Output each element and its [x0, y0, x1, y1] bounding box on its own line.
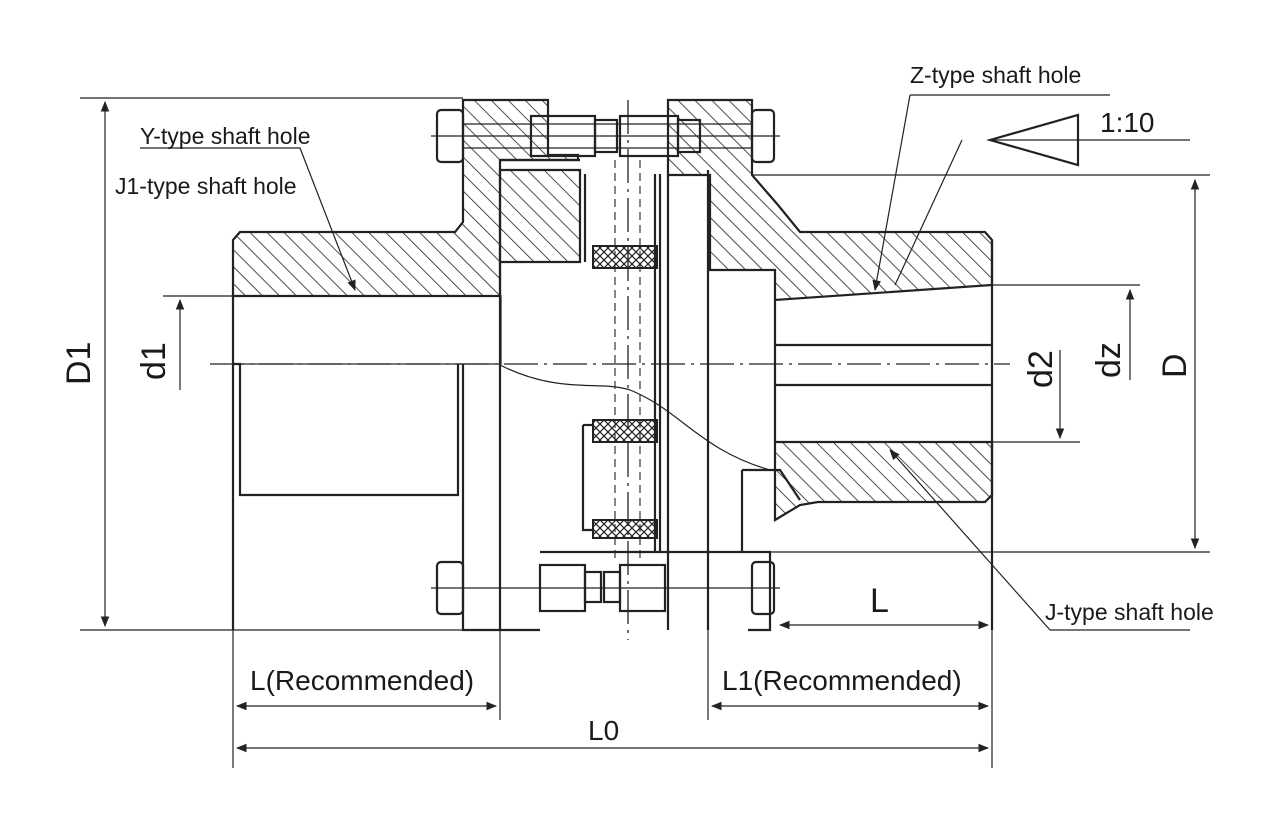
j1-type-label: J1-type shaft hole: [115, 173, 297, 199]
L1-recommended-label: L1(Recommended): [722, 665, 962, 696]
d1-label: d1: [135, 342, 173, 380]
L-recommended-label: L(Recommended): [250, 665, 474, 696]
center-lines: [210, 100, 1010, 640]
top-bolts: [431, 108, 780, 164]
z-type-label: Z-type shaft hole: [910, 62, 1081, 88]
d2-label: d2: [1022, 350, 1060, 388]
L0-label: L0: [588, 715, 619, 746]
left-hub: [231, 98, 582, 632]
j-type-label: J-type shaft hole: [1045, 599, 1214, 625]
dimensions: [80, 97, 1210, 768]
y-type-label: Y-type shaft hole: [140, 123, 311, 149]
D1-label: D1: [60, 342, 98, 385]
dz-label: dz: [1090, 342, 1128, 378]
center-element: [499, 158, 801, 632]
L-right-label: L: [870, 582, 889, 620]
leaders: [140, 94, 1190, 631]
D-label: D: [1156, 353, 1194, 378]
bottom-bolts: [431, 560, 780, 616]
taper-label: 1:10: [1100, 107, 1155, 138]
